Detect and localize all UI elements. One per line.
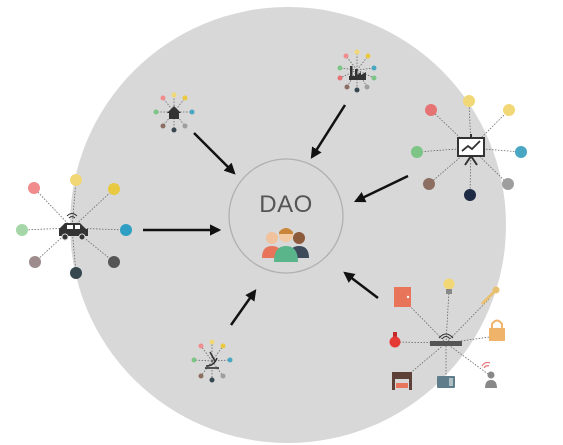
- padlock-icon: [489, 319, 505, 341]
- arrow-science: [229, 289, 257, 326]
- connected-car-icon: [59, 213, 88, 241]
- card-reader-icon: [437, 376, 455, 388]
- microscope-icon: [205, 351, 219, 369]
- wrench-icon: [480, 286, 500, 306]
- presentation-chart-icon: [457, 134, 485, 166]
- house-icon: [167, 106, 181, 119]
- cluster-vehicle: [16, 174, 132, 279]
- garage-icon: [392, 372, 412, 390]
- iot-hub-icon: [430, 333, 462, 346]
- arrows: [143, 104, 409, 326]
- cluster-factory: [337, 49, 377, 93]
- arrow-home: [193, 132, 236, 175]
- light-bulb-icon: [443, 278, 455, 294]
- dao-ring: [228, 158, 344, 274]
- cluster-science: [191, 339, 233, 383]
- cluster-iot: [389, 278, 505, 390]
- factory-icon: [349, 66, 366, 80]
- arrow-iot: [343, 271, 379, 299]
- arrow-analytics: [353, 174, 409, 203]
- dao-label: DAO: [259, 191, 313, 218]
- people-group-icon: [262, 228, 309, 262]
- cluster-home: [153, 92, 195, 133]
- cluster-analytics: [411, 95, 527, 201]
- person-wifi-icon: [481, 361, 497, 388]
- door-icon: [394, 287, 411, 307]
- thermostat-icon: [389, 332, 401, 348]
- arrow-factory: [310, 104, 347, 159]
